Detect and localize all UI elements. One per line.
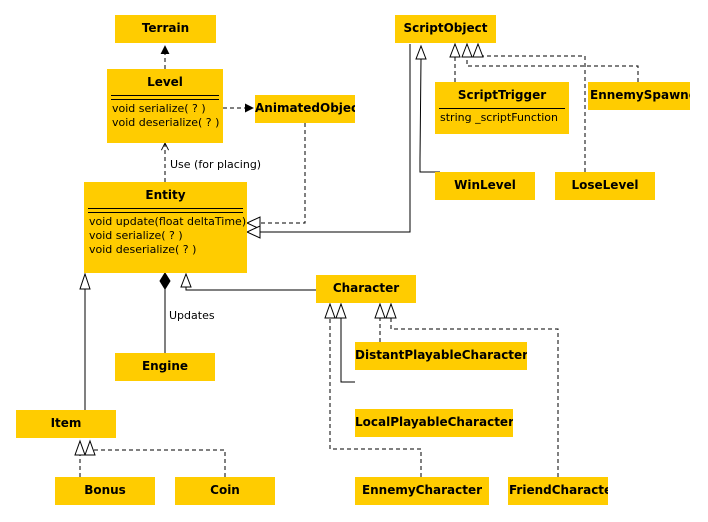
class-name: Engine: [141, 359, 189, 373]
entity-inherits-scriptobject: [245, 44, 411, 239]
class-name: Coin: [210, 483, 240, 497]
method: void update(float deltaTime): [89, 215, 247, 228]
class-name: ScriptObject: [403, 21, 488, 35]
method: void serialize( ? ): [112, 102, 206, 115]
distantplayablecharacter-inherits-character: [374, 302, 386, 342]
class-winlevel[interactable]: WinLevel: [435, 172, 535, 200]
class-name: LoseLevel: [571, 178, 639, 192]
class-name: Item: [50, 416, 82, 430]
class-ennemyspawner[interactable]: EnnemySpawner: [588, 82, 690, 110]
localplayablecharacter-inherits-character: [335, 302, 355, 383]
coin-inherits-item: [84, 439, 226, 477]
class-ennemycharacter[interactable]: EnnemyCharacter: [355, 477, 489, 505]
method: void serialize( ? ): [89, 229, 183, 242]
class-name: FriendCharacter: [509, 483, 608, 497]
class-level[interactable]: Level void serialize( ? ) void deseriali…: [107, 69, 223, 143]
class-name: ScriptTrigger: [457, 88, 547, 102]
bonus-inherits-item: [74, 439, 86, 477]
class-bonus[interactable]: Bonus: [55, 477, 155, 505]
attributes-compartment: string _scriptFunction: [439, 108, 565, 127]
methods-compartment: void update(float deltaTime) void serial…: [88, 212, 247, 259]
ennemyspawner-inherits-scriptobject: [461, 42, 639, 82]
class-terrain[interactable]: Terrain: [115, 15, 216, 43]
class-engine[interactable]: Engine: [115, 353, 215, 381]
entity-implements-animatedobject: [245, 123, 306, 230]
character-inherits-entity: [180, 272, 316, 291]
class-name: AnimatedObject: [255, 101, 355, 115]
friendcharacter-inherits-character: [385, 302, 559, 477]
class-loselevel[interactable]: LoseLevel: [555, 172, 655, 200]
class-name: Character: [332, 281, 400, 295]
updates-label: Updates: [169, 309, 215, 322]
attributes-compartment: [111, 95, 219, 99]
class-localplayablecharacter[interactable]: LocalPlayableCharacter: [355, 409, 513, 437]
loselevel-inherits-scriptobject: [472, 42, 586, 172]
attributes-compartment: [88, 208, 243, 212]
class-name: EnnemySpawner: [590, 88, 690, 102]
class-character[interactable]: Character: [316, 275, 416, 303]
ennemycharacter-inherits-character: [324, 302, 422, 477]
class-friendcharacter[interactable]: FriendCharacter: [508, 477, 608, 505]
methods-compartment: void serialize( ? ) void deserialize( ? …: [111, 99, 219, 132]
winlevel-inherits-scriptobject: [415, 44, 440, 173]
class-distantplayablecharacter[interactable]: DistantPlayableCharacter: [355, 342, 527, 370]
class-entity[interactable]: Entity void update(float deltaTime) void…: [84, 182, 247, 273]
use-for-placing-label: Use (for placing): [170, 158, 262, 171]
item-inherits-entity: [79, 272, 91, 410]
method: void deserialize( ? ): [89, 243, 197, 256]
class-name: LocalPlayableCharacter: [355, 415, 513, 429]
class-name: Bonus: [84, 483, 126, 497]
class-coin[interactable]: Coin: [175, 477, 275, 505]
class-name: EnnemyCharacter: [361, 483, 483, 497]
class-name: DistantPlayableCharacter: [355, 348, 527, 362]
class-scriptobject[interactable]: ScriptObject: [395, 15, 496, 43]
class-item[interactable]: Item: [16, 410, 116, 438]
class-name: Entity: [145, 188, 186, 202]
class-name: WinLevel: [454, 178, 516, 192]
class-animatedobject[interactable]: AnimatedObject: [255, 95, 355, 123]
scripttrigger-inherits-scriptobject: [449, 42, 461, 82]
class-scripttrigger[interactable]: ScriptTrigger string _scriptFunction: [435, 82, 569, 134]
class-name: Terrain: [141, 21, 190, 35]
attribute: string _scriptFunction: [440, 111, 559, 124]
method: void deserialize( ? ): [112, 116, 220, 129]
engine-updates-entity-composition: [159, 272, 171, 353]
class-name: Level: [147, 75, 183, 89]
